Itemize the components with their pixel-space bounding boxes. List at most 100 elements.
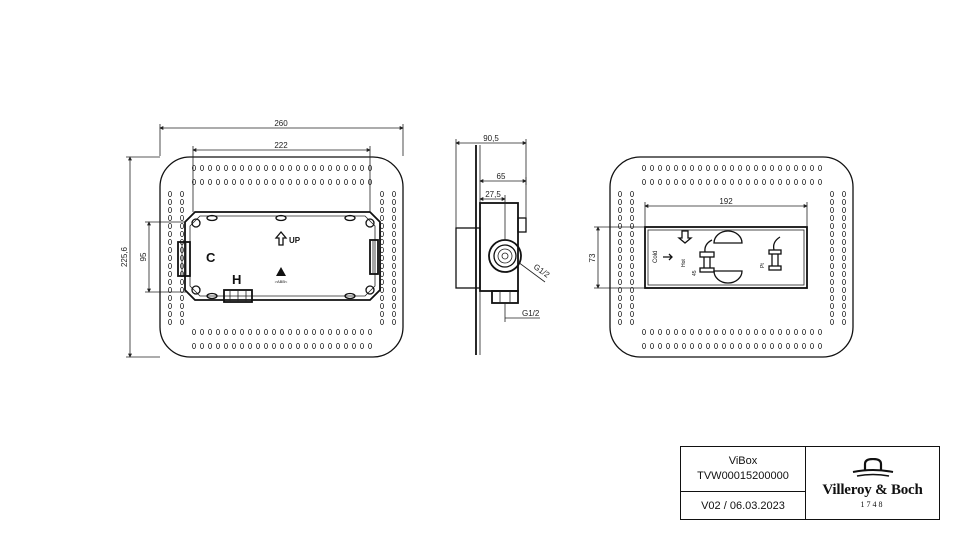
vent-hole bbox=[810, 164, 815, 171]
vent-hole bbox=[343, 328, 348, 335]
label-up: UP bbox=[289, 236, 301, 245]
vent-hole bbox=[287, 342, 292, 349]
front-dot-pattern bbox=[167, 164, 396, 349]
vent-hole bbox=[179, 198, 184, 205]
vent-hole bbox=[682, 178, 687, 185]
vent-hole bbox=[391, 270, 396, 277]
vent-hole bbox=[818, 342, 823, 349]
vent-hole bbox=[794, 342, 799, 349]
vent-hole bbox=[391, 302, 396, 309]
vent-hole bbox=[794, 178, 799, 185]
vent-hole bbox=[770, 164, 775, 171]
vent-hole bbox=[730, 342, 735, 349]
brand-logo-icon bbox=[852, 457, 893, 477]
vent-hole bbox=[618, 214, 623, 221]
vent-hole bbox=[247, 164, 252, 171]
vent-hole bbox=[630, 198, 635, 205]
vent-hole bbox=[830, 262, 835, 269]
vent-hole bbox=[311, 328, 316, 335]
vent-hole bbox=[618, 270, 623, 277]
vent-hole bbox=[379, 206, 384, 213]
vent-hole bbox=[746, 328, 751, 335]
vent-hole bbox=[391, 262, 396, 269]
vent-hole bbox=[295, 178, 300, 185]
vent-hole bbox=[842, 310, 847, 317]
thread-bottom: G1/2 bbox=[522, 309, 540, 318]
vent-hole bbox=[335, 328, 340, 335]
vent-hole bbox=[690, 164, 695, 171]
vent-hole bbox=[391, 238, 396, 245]
vent-hole bbox=[223, 342, 228, 349]
vent-hole bbox=[335, 178, 340, 185]
vent-hole bbox=[786, 164, 791, 171]
vent-hole bbox=[666, 164, 671, 171]
vent-hole bbox=[231, 178, 236, 185]
vent-hole bbox=[335, 342, 340, 349]
vent-hole bbox=[842, 214, 847, 221]
label-cold: C bbox=[206, 250, 216, 265]
vent-hole bbox=[830, 222, 835, 229]
front-cover-plate bbox=[159, 156, 404, 358]
vent-hole bbox=[650, 178, 655, 185]
vent-hole bbox=[391, 286, 396, 293]
vent-hole bbox=[830, 302, 835, 309]
vent-hole bbox=[730, 164, 735, 171]
vent-hole bbox=[618, 294, 623, 301]
brand-logo: Villeroy & Boch 1748 bbox=[806, 447, 939, 519]
vent-hole bbox=[391, 214, 396, 221]
vent-hole bbox=[650, 342, 655, 349]
vent-hole bbox=[630, 222, 635, 229]
vent-hole bbox=[830, 214, 835, 221]
vent-hole bbox=[818, 178, 823, 185]
vent-hole bbox=[762, 178, 767, 185]
vent-hole bbox=[327, 342, 332, 349]
vent-hole bbox=[215, 164, 220, 171]
vent-hole bbox=[630, 270, 635, 277]
vent-hole bbox=[690, 328, 695, 335]
rear-cover-plate bbox=[609, 156, 854, 358]
vent-hole bbox=[830, 190, 835, 197]
vent-hole bbox=[271, 178, 276, 185]
vent-hole bbox=[179, 294, 184, 301]
vent-hole bbox=[842, 294, 847, 301]
vent-hole bbox=[830, 318, 835, 325]
vent-hole bbox=[842, 198, 847, 205]
vent-hole bbox=[778, 342, 783, 349]
vent-hole bbox=[263, 164, 268, 171]
vent-hole bbox=[167, 214, 172, 221]
vent-hole bbox=[730, 328, 735, 335]
title-block-names: ViBox TVW00015200000 bbox=[681, 447, 805, 492]
vent-hole bbox=[842, 270, 847, 277]
vent-hole bbox=[810, 178, 815, 185]
vent-hole bbox=[359, 178, 364, 185]
vent-hole bbox=[842, 230, 847, 237]
vent-hole bbox=[327, 164, 332, 171]
vent-hole bbox=[630, 302, 635, 309]
vent-hole bbox=[271, 328, 276, 335]
vent-hole bbox=[351, 342, 356, 349]
vent-hole bbox=[379, 302, 384, 309]
vent-hole bbox=[642, 178, 647, 185]
vent-hole bbox=[630, 310, 635, 317]
vent-hole bbox=[658, 328, 663, 335]
vent-hole bbox=[786, 178, 791, 185]
vent-hole bbox=[367, 328, 372, 335]
vent-hole bbox=[391, 278, 396, 285]
pipe-symbol-left bbox=[699, 239, 715, 273]
vent-hole bbox=[618, 246, 623, 253]
rear-view: Cold Hot 45 Pt 192 73 bbox=[588, 156, 854, 358]
vent-hole bbox=[279, 328, 284, 335]
vent-hole bbox=[830, 230, 835, 237]
vent-hole bbox=[630, 246, 635, 253]
vent-hole bbox=[239, 328, 244, 335]
vent-hole bbox=[379, 190, 384, 197]
vent-hole bbox=[802, 342, 807, 349]
vent-hole bbox=[179, 310, 184, 317]
vent-hole bbox=[231, 328, 236, 335]
vent-hole bbox=[842, 262, 847, 269]
vent-hole bbox=[698, 178, 703, 185]
vent-hole bbox=[730, 178, 735, 185]
vent-hole bbox=[327, 328, 332, 335]
vent-hole bbox=[179, 302, 184, 309]
